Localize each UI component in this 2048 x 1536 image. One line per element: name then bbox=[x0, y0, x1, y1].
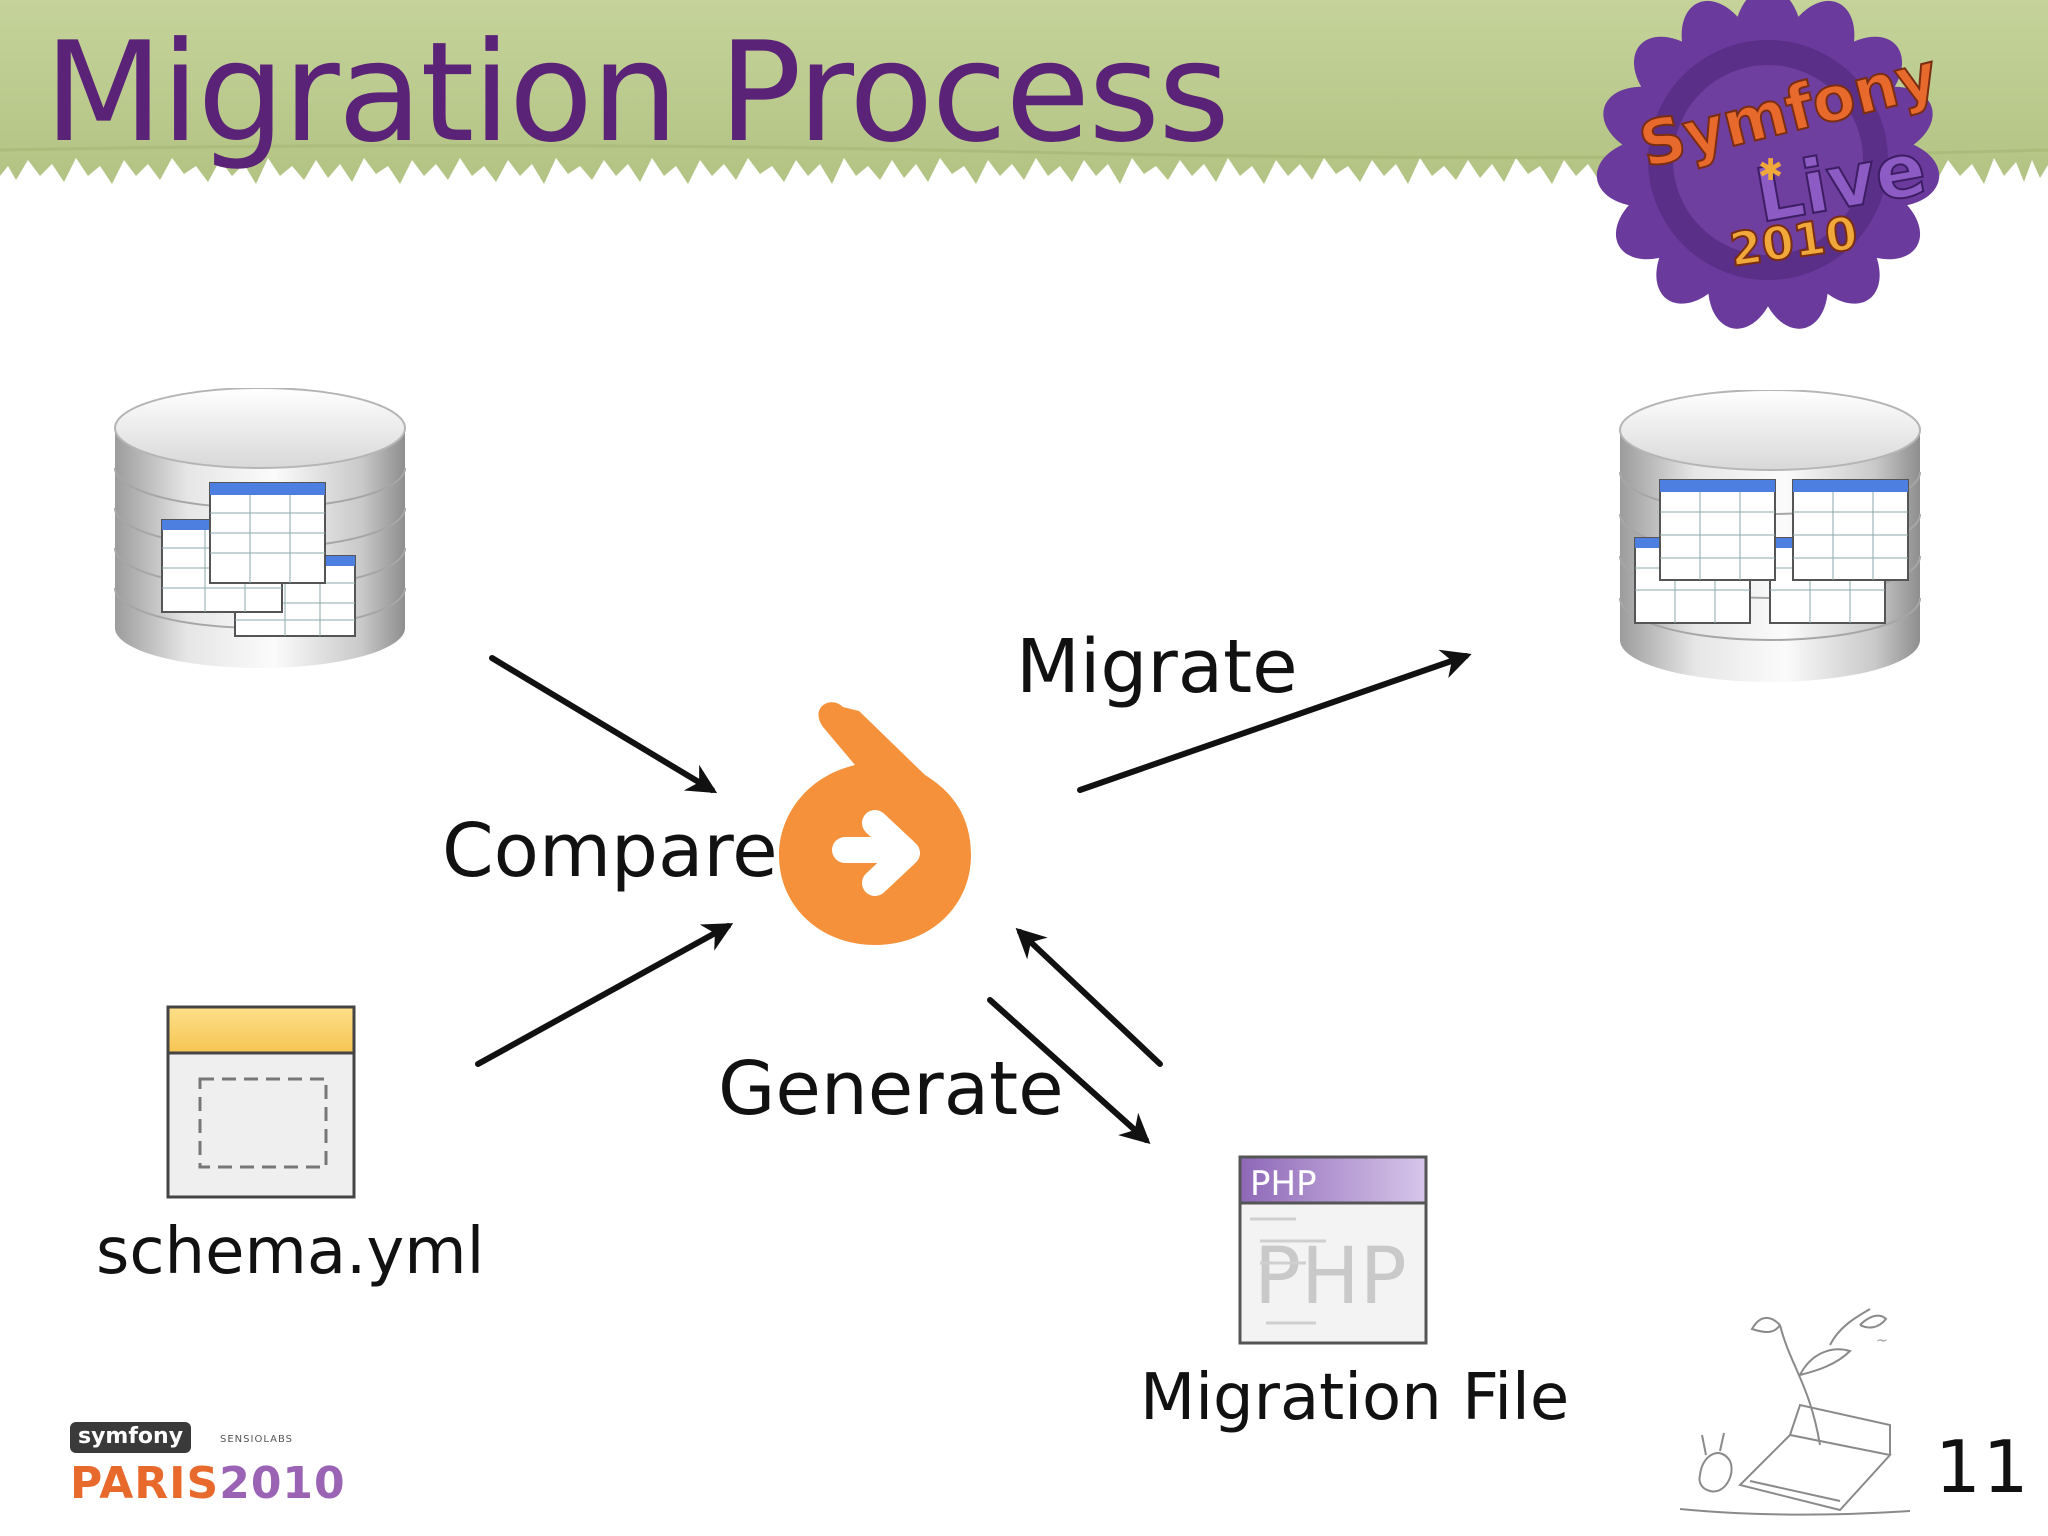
logo-star-icon: ✱ bbox=[1758, 153, 1783, 188]
paris-city: PARIS bbox=[70, 1458, 220, 1509]
label-migration-file: Migration File bbox=[1140, 1361, 1570, 1435]
paris-year: 2010 bbox=[219, 1458, 346, 1509]
sensiolabs-logo-text: SENSIOLABS bbox=[220, 1434, 293, 1445]
symfony-live-logo: Symfony Live 2010 ✱ bbox=[1596, 0, 1946, 329]
target-database-icon bbox=[1619, 390, 1921, 682]
symfony-logo-pill: symfony bbox=[70, 1422, 192, 1453]
paris-2010-text: PARIS2010 bbox=[70, 1458, 346, 1509]
php-file-icon: PHP PHP bbox=[1238, 1155, 1428, 1345]
label-compare: Compare bbox=[442, 808, 778, 894]
sketch-laptop-plant-illustration: ~ bbox=[1680, 1308, 1911, 1516]
doctrine-logo-icon bbox=[779, 702, 971, 945]
arrow-generate bbox=[987, 997, 1151, 1145]
arrow-source-to-compare bbox=[489, 655, 718, 794]
arrow-schema-to-compare bbox=[475, 923, 734, 1067]
page-number: 11 bbox=[1935, 1425, 2031, 1509]
label-migrate: Migrate bbox=[1016, 624, 1298, 710]
arrow-file-to-doctrine bbox=[1015, 927, 1163, 1067]
arrow-migrate bbox=[1077, 649, 1472, 793]
yaml-file-icon bbox=[166, 1005, 356, 1199]
slide-title: Migration Process bbox=[44, 12, 1230, 173]
label-generate: Generate bbox=[718, 1046, 1064, 1132]
source-database-icon bbox=[114, 388, 406, 668]
php-file-watermark: PHP bbox=[1254, 1232, 1407, 1322]
php-file-header: PHP bbox=[1250, 1164, 1317, 1204]
sketch-squiggle-text: ~ bbox=[1876, 1333, 1888, 1349]
label-schema-yml: schema.yml bbox=[96, 1215, 485, 1289]
